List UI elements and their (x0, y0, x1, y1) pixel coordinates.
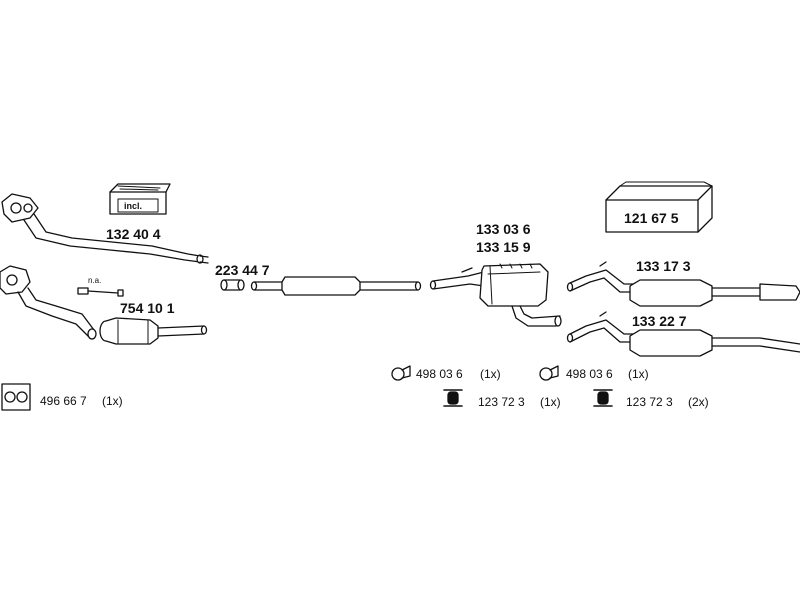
middle-silencer-drawing (429, 263, 562, 327)
rear-silencer-part-number-a: 133 17 3 (636, 258, 691, 274)
front-pipe-drawing (1, 193, 209, 264)
clamp-right-quantity: (1x) (628, 367, 649, 381)
clamp-right-part-number: 498 03 6 (566, 367, 613, 381)
hanger-right-part-number: 123 72 3 (626, 395, 673, 409)
mounting-kit-box-drawing (605, 181, 713, 233)
hanger-left-part-number: 123 72 3 (478, 395, 525, 409)
middle-silencer-part-number-b: 133 15 9 (476, 239, 531, 255)
hanger-left-quantity: (1x) (540, 395, 561, 409)
hanger-right-drawing (593, 389, 613, 407)
clamp-left-part-number: 498 03 6 (416, 367, 463, 381)
gasket-quantity: (1x) (102, 394, 123, 408)
clamp-left-drawing (391, 365, 411, 381)
connector-drawing (220, 279, 245, 291)
kit-box-drawing (109, 183, 171, 215)
rear-silencer-b-drawing (566, 311, 800, 357)
gasket-drawing (1, 383, 31, 411)
catalyst-drawing (0, 265, 208, 345)
rear-silencer-part-number-b: 133 22 7 (632, 313, 687, 329)
sensor-not-available-note: n.a. (88, 276, 102, 285)
connector-part-number: 223 44 7 (215, 262, 270, 278)
clamp-right-drawing (539, 365, 559, 381)
middle-silencer-part-number-a: 133 03 6 (476, 221, 531, 237)
centre-pipe-drawing (250, 276, 422, 296)
hanger-right-quantity: (2x) (688, 395, 709, 409)
catalyst-part-number: 754 10 1 (120, 300, 175, 316)
mounting-kit-part-number: 121 67 5 (624, 210, 679, 226)
kit-included-badge: incl. (124, 201, 143, 211)
gasket-part-number: 496 66 7 (40, 394, 87, 408)
rear-silencer-a-drawing (566, 261, 800, 307)
hanger-left-drawing (443, 389, 463, 407)
front-pipe-part-number: 132 40 4 (106, 226, 161, 242)
clamp-left-quantity: (1x) (480, 367, 501, 381)
